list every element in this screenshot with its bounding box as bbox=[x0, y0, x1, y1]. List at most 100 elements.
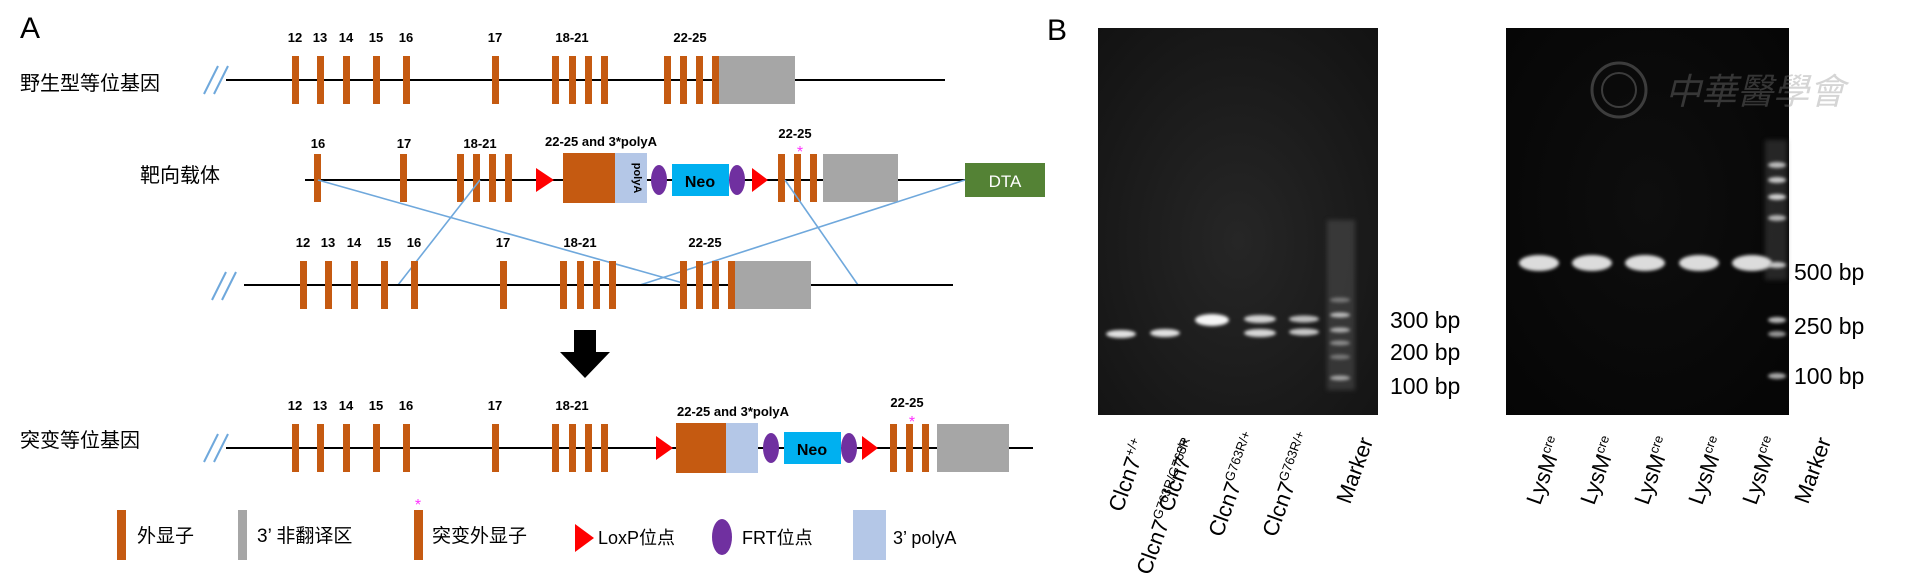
exon-block bbox=[609, 261, 616, 309]
wildtype-allele: 野生型等位基因 12 13 14 15 16 17 18-21 22-25 bbox=[20, 30, 945, 104]
exon-label: 18-21 bbox=[563, 235, 596, 250]
exon-label: 15 bbox=[377, 235, 391, 250]
gel-right: 中華醫學會 500 bp 250 bp 100 bp LysMcre LysMc… bbox=[1506, 28, 1864, 508]
mutant-label: 突变等位基因 bbox=[20, 429, 140, 452]
exon-block bbox=[680, 56, 687, 104]
double-slash-icon bbox=[213, 433, 229, 463]
exon-label: 16 bbox=[311, 136, 325, 151]
exon-block bbox=[473, 154, 480, 202]
gel-left-size-markers: 300 bp 200 bp 100 bp bbox=[1390, 307, 1460, 399]
exon-block bbox=[403, 424, 410, 472]
exon-block bbox=[381, 261, 388, 309]
exon-label: 17 bbox=[488, 398, 502, 413]
exon-block bbox=[585, 424, 592, 472]
size-marker-label: 100 bp bbox=[1390, 373, 1460, 399]
marker-band bbox=[1330, 327, 1350, 333]
mutant-exon-labels: 12 13 14 15 16 17 18-21 22-25 22-25 and … bbox=[288, 395, 924, 419]
exon-label: 18-21 bbox=[463, 136, 496, 151]
marker-band bbox=[1768, 215, 1786, 221]
exon-label: 14 bbox=[347, 235, 362, 250]
loxp-site-icon bbox=[536, 168, 554, 192]
marker-band bbox=[1330, 312, 1350, 318]
neo-label: Neo bbox=[797, 442, 827, 459]
loxp-site-icon bbox=[752, 168, 768, 192]
mutant-allele: 突变等位基因 Neo * 12 13 14 15 16 17 18-21 22-… bbox=[20, 395, 1033, 473]
lane-label: Marker bbox=[1789, 434, 1836, 507]
exon-block bbox=[292, 56, 299, 104]
exon-label: 22-25 bbox=[673, 30, 706, 45]
exon-block bbox=[922, 424, 929, 472]
wildtype-exons bbox=[292, 56, 795, 104]
exon-label: 13 bbox=[313, 398, 327, 413]
exon-label: 12 bbox=[296, 235, 310, 250]
exon-block bbox=[500, 261, 507, 309]
gel-left-lane-labels: Clcn7+/+ Clcn7+/+ Clcn7G763R/G763R Clcn7… bbox=[1103, 429, 1378, 578]
exon-block bbox=[906, 424, 913, 472]
lane-label: Clcn7G763R/G763R bbox=[1130, 435, 1203, 578]
exon-block bbox=[696, 261, 703, 309]
lane-label: LysMcre bbox=[1574, 433, 1622, 507]
gel-band bbox=[1106, 330, 1136, 338]
exon-block bbox=[569, 56, 576, 104]
lane-label: LysMcre bbox=[1682, 433, 1730, 507]
gel-right-size-markers: 500 bp 250 bp 100 bp bbox=[1794, 259, 1864, 389]
exon-label: 14 bbox=[339, 30, 354, 45]
watermark-seal-icon bbox=[1601, 72, 1637, 108]
neo-block bbox=[784, 432, 841, 464]
exon-block bbox=[585, 56, 592, 104]
exon-block bbox=[560, 261, 567, 309]
size-marker-label: 500 bp bbox=[1794, 259, 1864, 285]
wildtype-label: 野生型等位基因 bbox=[20, 72, 160, 95]
exon-block bbox=[292, 424, 299, 472]
marker-band bbox=[1330, 375, 1350, 381]
exon-block bbox=[489, 154, 496, 202]
exon-block bbox=[505, 154, 512, 202]
exon-label: 14 bbox=[339, 398, 354, 413]
panel-a-letter: A bbox=[20, 12, 40, 45]
mutation-star-icon: * bbox=[797, 144, 803, 161]
exon-block bbox=[664, 56, 671, 104]
marker-band bbox=[1768, 262, 1786, 268]
double-slash-icon bbox=[203, 65, 219, 95]
lane-label: LysMcre bbox=[1736, 433, 1784, 507]
watermark-text: 中華醫學會 bbox=[1665, 71, 1850, 112]
exon-block bbox=[314, 154, 321, 202]
gel-band bbox=[1572, 255, 1612, 271]
exon-block bbox=[457, 154, 464, 202]
exon-block bbox=[325, 261, 332, 309]
exon-block bbox=[593, 261, 600, 309]
dta-block bbox=[965, 163, 1045, 197]
lane-label: LysMcre bbox=[1520, 433, 1568, 507]
marker-band bbox=[1330, 340, 1350, 346]
polya-block bbox=[615, 153, 647, 203]
cassette-exon-block bbox=[563, 153, 615, 203]
gel-band bbox=[1289, 328, 1319, 336]
legend-utr-label: 3’ 非翻译区 bbox=[257, 525, 352, 547]
exon-block bbox=[601, 424, 608, 472]
exon-label: 17 bbox=[496, 235, 510, 250]
loxp-site-icon bbox=[656, 436, 673, 460]
gel-band bbox=[1195, 314, 1229, 326]
gel-band bbox=[1150, 329, 1180, 337]
exon-block bbox=[373, 424, 380, 472]
double-slash-icon bbox=[213, 65, 229, 95]
homology-line bbox=[639, 179, 966, 286]
exon-label: 12 bbox=[288, 398, 302, 413]
gel-band bbox=[1625, 255, 1665, 271]
polya-label: polyA bbox=[631, 163, 643, 194]
exon-label: 22-25 bbox=[890, 395, 923, 410]
exon-block bbox=[343, 56, 350, 104]
exon-block bbox=[552, 56, 559, 104]
legend-exon-swatch bbox=[117, 510, 126, 560]
gel-left: 300 bp 200 bp 100 bp Clcn7+/+ Clcn7+/+ C… bbox=[1098, 28, 1460, 578]
exon-label: 15 bbox=[369, 30, 383, 45]
exon-block bbox=[317, 424, 324, 472]
double-slash-icon bbox=[211, 271, 227, 301]
size-marker-label: 200 bp bbox=[1390, 339, 1460, 365]
mutation-star-icon: * bbox=[909, 414, 915, 431]
marker-band bbox=[1330, 297, 1350, 303]
gel-right-image bbox=[1506, 28, 1789, 415]
exon-block bbox=[890, 424, 897, 472]
legend-loxp-icon bbox=[575, 524, 594, 552]
